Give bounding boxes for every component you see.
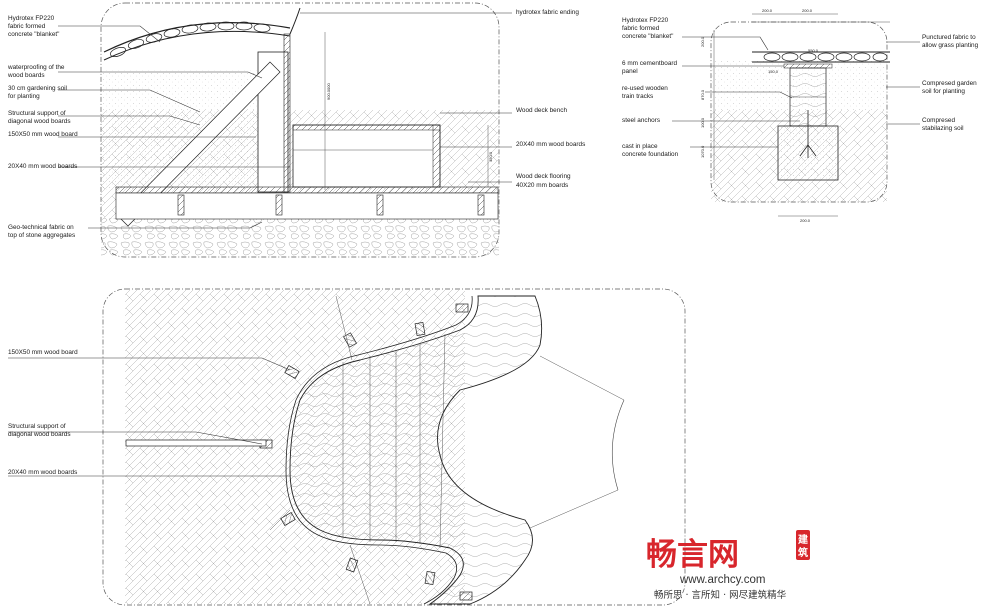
dimension-450: 450.0: [488, 151, 493, 162]
label-compresed-garden: Compresed garden: [922, 80, 977, 87]
watermark-logo: 畅言网 建 筑 www.archcy.com 畅所思 · 言所知 · 网尽建筑精…: [646, 530, 810, 601]
watermark-brand: 畅言网: [646, 537, 739, 573]
label-plan-diagonal: diagonal wood boards: [8, 431, 71, 438]
section-bench-drawing: 900.0000 450.0 Hydrotex FP220 fabric for…: [7, 2, 585, 258]
label-panel: panel: [622, 68, 638, 75]
dim-1070: 1070.0: [700, 145, 705, 158]
section-left-labels-left: Hydrotex FP220 fabric formed concrete "b…: [7, 15, 78, 239]
label-steel-anchors: steel anchors: [622, 117, 660, 124]
label-train-tracks: train tracks: [622, 93, 653, 100]
label-150x50-board: 150X50 mm wood board: [8, 131, 78, 138]
dim-200-a: 200.0: [762, 8, 773, 13]
watermark-side-top: 建: [797, 533, 809, 546]
label-gardening-soil: 30 cm gardening soil: [8, 85, 67, 92]
label-concrete-blanket: concrete "blanket": [8, 31, 59, 38]
label-waterproofing: waterproofing of the: [7, 64, 65, 71]
watermark-url: www.archcy.com: [679, 574, 765, 586]
label-geotechnical-fabric: Geo-technical fabric on: [8, 224, 74, 231]
label-stabilazing-soil: stabilazing soil: [922, 125, 964, 132]
label-grass-planting: allow grass planting: [922, 42, 979, 49]
label-wood-deck-flooring: Wood deck flooring: [516, 173, 571, 180]
plan-view-drawing: 150X50 mm wood board Structural support …: [8, 288, 686, 606]
section-left-labels-right: hydrotex fabric ending Wood deck bench 2…: [516, 9, 585, 189]
label-hydrotex: Hydrotex FP220: [8, 15, 55, 22]
label-reused-wooden: re-used wooden: [622, 85, 668, 92]
label-wood-boards: wood boards: [7, 72, 45, 79]
dim-870: 870.0: [700, 89, 705, 100]
plan-labels: 150X50 mm wood board Structural support …: [8, 349, 78, 476]
label-for-planting: for planting: [8, 93, 40, 100]
section-foundation-drawing: 200.0 200.0 550.0 150.0 200.0 870.0 100.…: [622, 8, 979, 223]
label-structural-support: Structural support of: [8, 110, 66, 117]
label-wood-deck-bench: Wood deck bench: [516, 107, 567, 114]
label-concrete-foundation: concrete foundation: [622, 151, 679, 158]
dimension-900: 900.0000: [326, 83, 331, 100]
dim-200-d: 200.0: [800, 218, 811, 223]
label-stone-aggregates: top of stone aggregates: [8, 232, 75, 239]
section-right-labels-right: Punctured fabric to allow grass planting…: [922, 34, 979, 132]
watermark-slogan: 畅所思 · 言所知 · 网尽建筑精华: [654, 589, 787, 601]
label-20x40-boards: 20X40 mm wood boards: [8, 163, 77, 170]
dim-200-b: 200.0: [802, 8, 813, 13]
label-compresed: Compresed: [922, 117, 955, 124]
label-hydrotex-ending: hydrotex fabric ending: [516, 9, 579, 16]
label-plan-structural: Structural support of: [8, 423, 66, 430]
label-diagonal-boards: diagonal wood boards: [8, 118, 71, 125]
label-hydrotex-r: Hydrotex FP220: [622, 17, 669, 24]
watermark-side-bottom: 筑: [798, 546, 808, 559]
label-20x40-boards-right: 20X40 mm wood boards: [516, 141, 585, 148]
label-plan-20x40: 20X40 mm wood boards: [8, 469, 77, 476]
label-fabric-formed: fabric formed: [8, 23, 46, 30]
label-cementboard: 6 mm cementboard: [622, 60, 677, 67]
dim-150: 150.0: [768, 69, 779, 74]
section-right-labels-left: Hydrotex FP220 fabric formed concrete "b…: [622, 17, 679, 158]
label-plan-150x50: 150X50 mm wood board: [8, 349, 78, 356]
label-soil-planting: soil for planting: [922, 88, 965, 95]
label-cast-in-place: cast in place: [622, 143, 658, 150]
label-40x20-boards: 40X20 mm boards: [516, 182, 568, 189]
label-punctured-fabric: Punctured fabric to: [922, 34, 976, 41]
label-fabric-formed-r: fabric formed: [622, 25, 660, 32]
dim-550: 550.0: [808, 48, 819, 53]
dim-200-c: 200.0: [700, 36, 705, 47]
label-concrete-blanket-r: concrete "blanket": [622, 33, 673, 40]
dim-100: 100.0: [700, 117, 705, 128]
watermark-side-badge: [796, 530, 810, 560]
